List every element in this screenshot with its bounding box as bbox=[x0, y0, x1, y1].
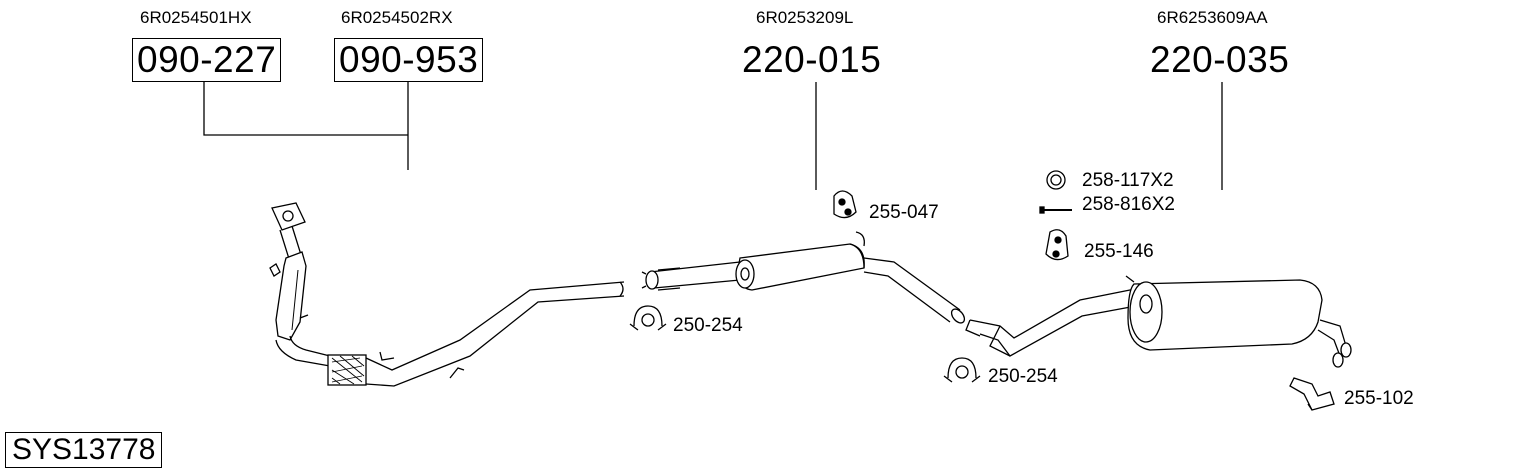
oe-number-1: 6R0254501HX bbox=[140, 8, 252, 27]
leader-lines bbox=[203, 82, 1223, 190]
part-number-1[interactable]: 090-227 bbox=[132, 38, 282, 82]
part-number-2[interactable]: 090-953 bbox=[334, 38, 484, 82]
rear-silencer[interactable] bbox=[965, 275, 1352, 368]
accessory-label-clamp-2[interactable]: 250-254 bbox=[988, 366, 1058, 387]
accessory-label-hanger-1[interactable]: 255-047 bbox=[869, 202, 939, 223]
system-code: SYS13778 bbox=[5, 432, 163, 468]
bracket-icon[interactable] bbox=[1289, 377, 1335, 411]
part-number-3[interactable]: 220-015 bbox=[742, 39, 882, 80]
accessory-label-clamp-1[interactable]: 250-254 bbox=[673, 315, 743, 336]
oe-number-4: 6R6253609AA bbox=[1157, 8, 1268, 27]
hanger-icon-1[interactable] bbox=[833, 190, 857, 219]
middle-silencer[interactable] bbox=[641, 231, 967, 325]
part-number-4[interactable]: 220-035 bbox=[1150, 39, 1290, 80]
accessory-label-bracket[interactable]: 255-102 bbox=[1344, 388, 1414, 409]
clamp-icon-1[interactable] bbox=[629, 305, 667, 331]
clamp-icon-2[interactable] bbox=[943, 357, 981, 383]
accessory-label-hanger-2[interactable]: 255-146 bbox=[1084, 241, 1154, 262]
accessory-label-bolt[interactable]: 258-816X2 bbox=[1082, 194, 1175, 215]
ring-icon[interactable] bbox=[1046, 170, 1066, 190]
oe-number-3: 6R0253209L bbox=[756, 8, 854, 27]
bolt-icon[interactable] bbox=[1039, 206, 1072, 214]
oe-number-2: 6R0254502RX bbox=[341, 8, 453, 27]
front-pipe[interactable] bbox=[269, 202, 625, 387]
hanger-icon-2[interactable] bbox=[1045, 229, 1069, 261]
accessory-label-ring[interactable]: 258-117X2 bbox=[1082, 170, 1174, 191]
